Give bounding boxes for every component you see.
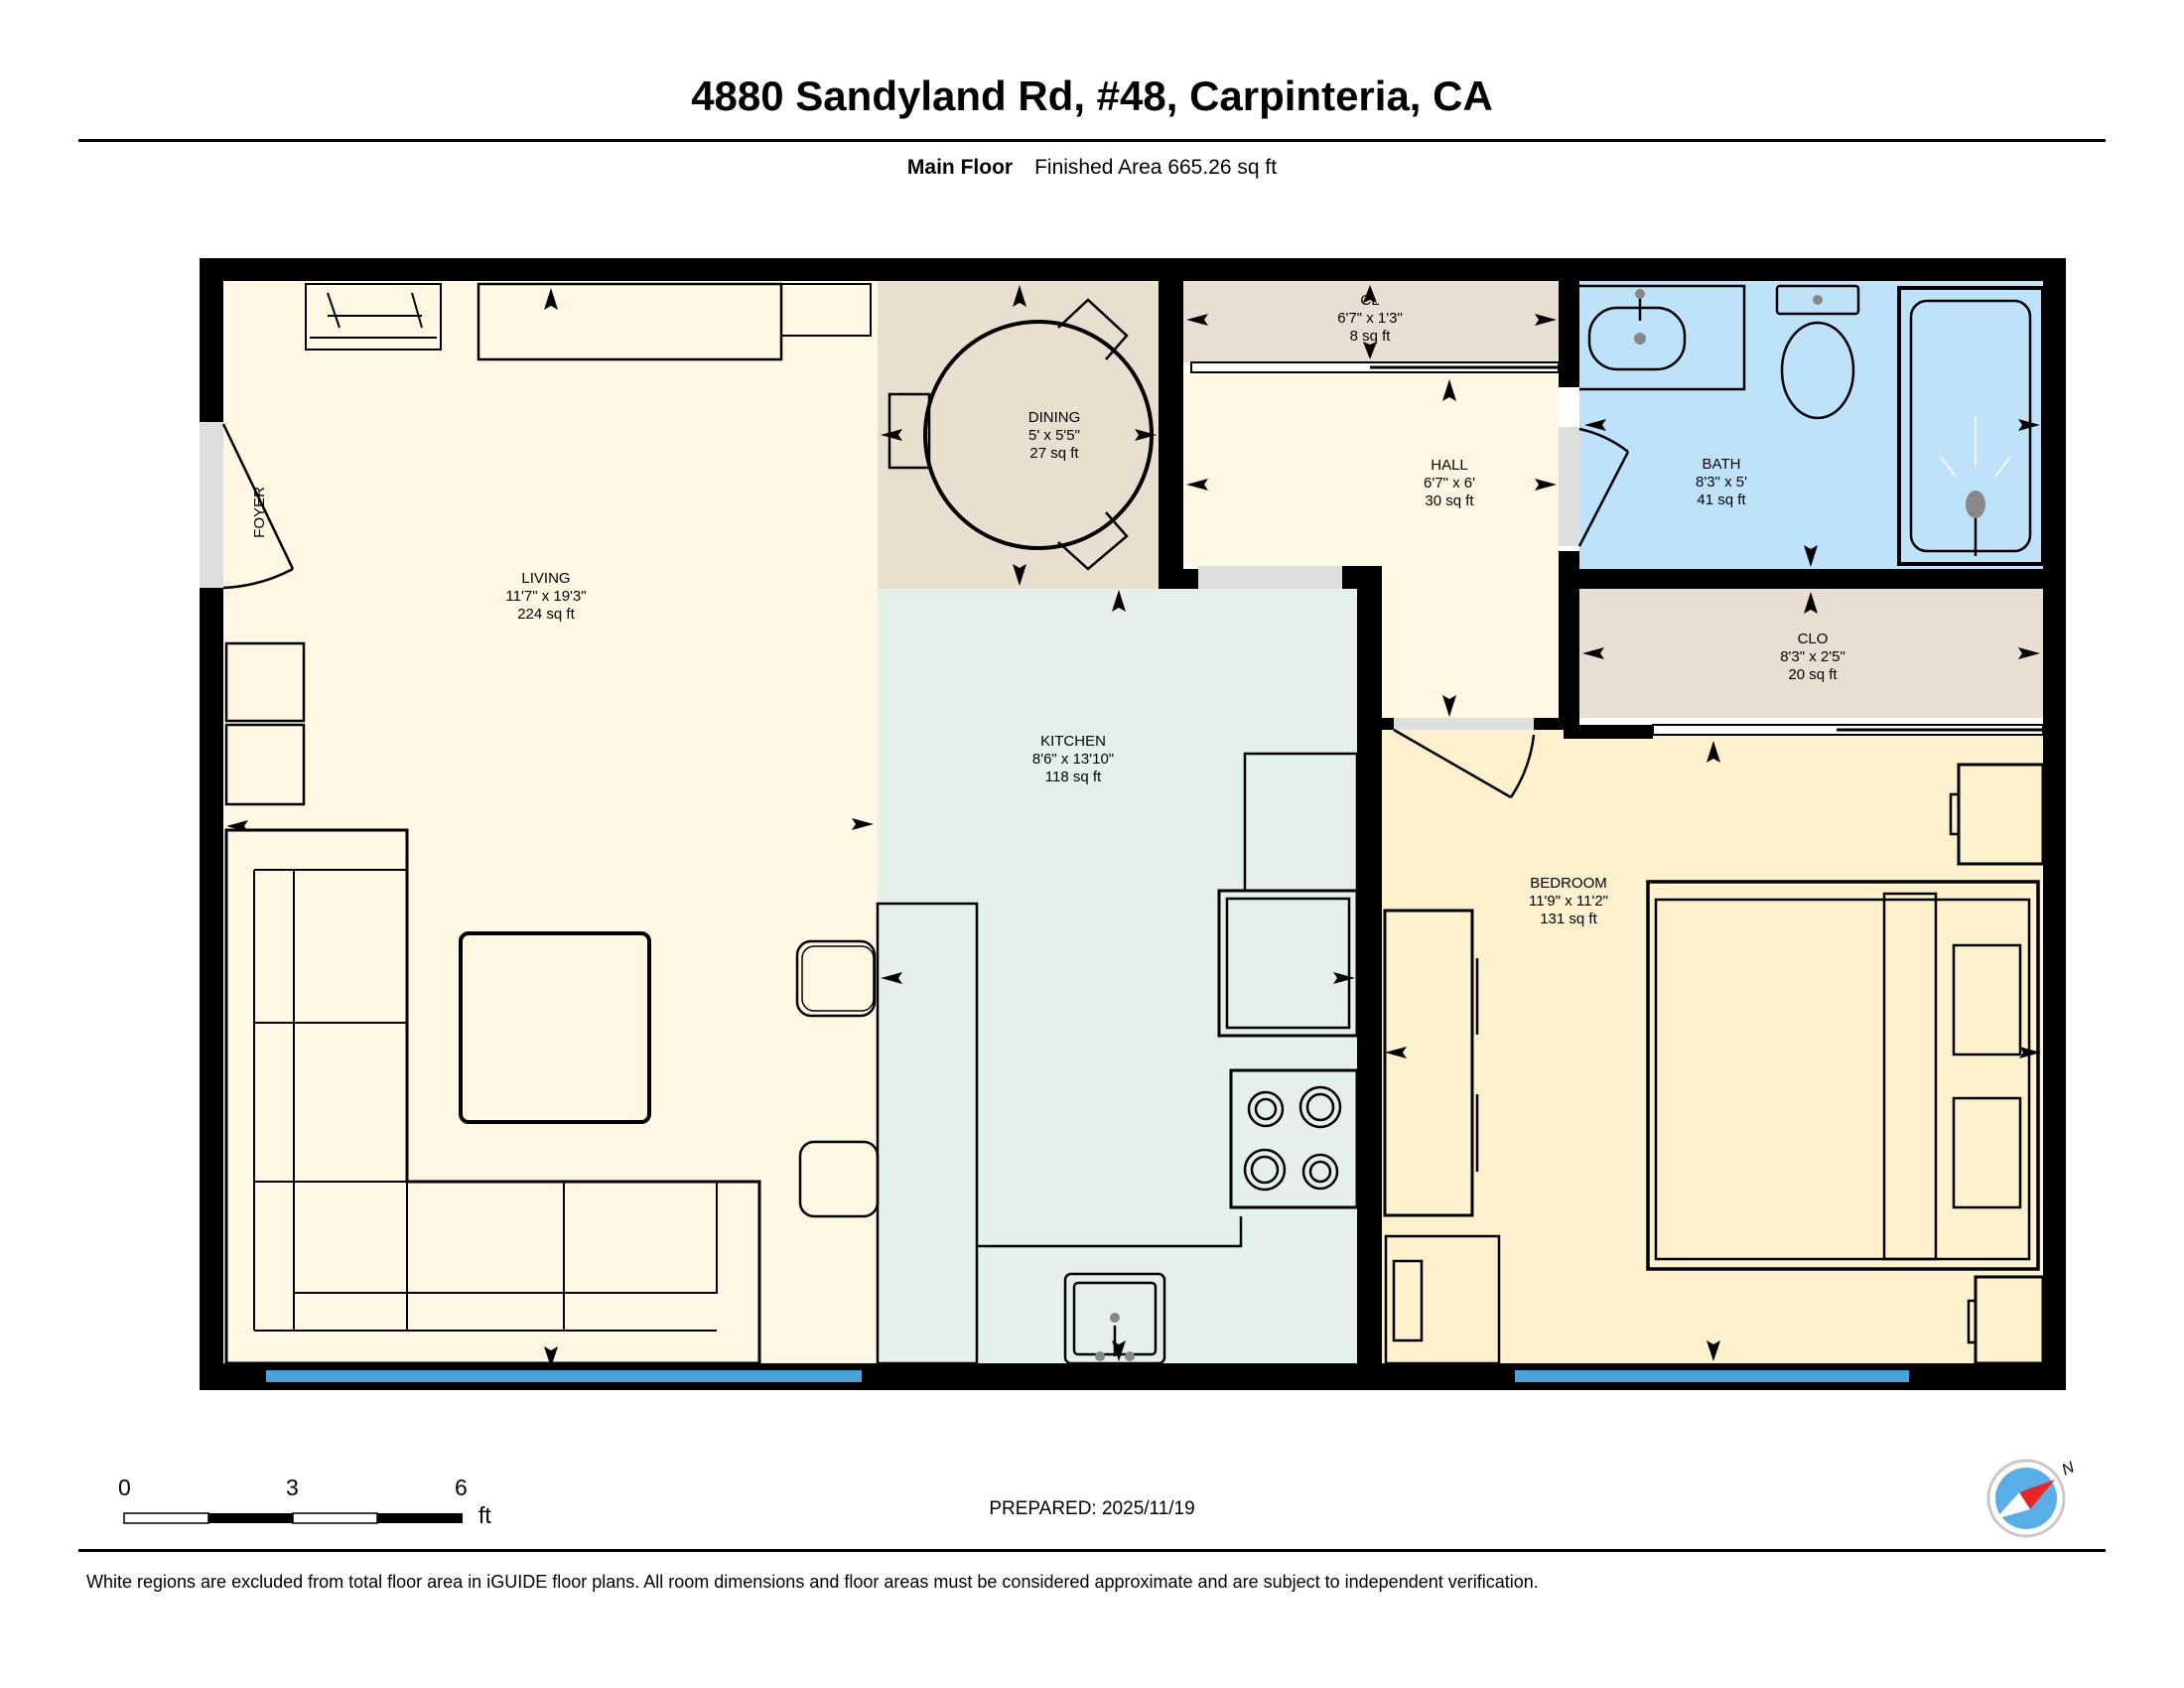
bath-fixtures [1579,284,2045,566]
arrow-living-right [852,818,874,830]
arrow-living-top [544,288,558,310]
closet-sliding-doors [1190,361,2044,736]
bottom-rule [78,1549,2106,1552]
room-name-dining: DINING [1028,409,1081,426]
kitchen-furniture [876,752,1359,1365]
room-dims-hall: 6'7" x 6' [1424,475,1475,492]
scale-unit: ft [478,1502,491,1528]
arrow-bath-left [1584,419,1606,431]
room-area-bath: 41 sq ft [1697,492,1746,508]
finished-area: Finished Area 665.26 sq ft [1034,156,1278,179]
room-dims-living: 11'7" x 19'3" [505,588,586,605]
scale-tick-0: 0 [118,1475,131,1500]
room-area-bedroom: 131 sq ft [1540,911,1597,927]
room-area-cl: 8 sq ft [1350,328,1392,345]
room-area-kitchen: 118 sq ft [1045,769,1102,785]
arrow-dining-bottom [1013,564,1026,586]
arrow-hall-left [1186,479,1208,491]
doors [221,423,1630,799]
room-dims-dining: 5' x 5'5" [1028,427,1080,444]
arrow-bath-right [2018,419,2040,431]
compass-north-label: N [2060,1459,2078,1478]
arrow-bedroom-left [1385,1047,1407,1058]
room-name-hall: HALL [1431,457,1468,474]
arrow-living-left [226,820,248,832]
room-name-bath: BATH [1703,456,1741,473]
hall-floor-lower [1382,566,1559,718]
arrow-clo-top [1804,592,1818,614]
room-name-cl: CL [1360,292,1379,309]
page-title: 4880 Sandyland Rd, #48, Carpinteria, CA [691,72,1493,119]
arrow-cl-left [1186,314,1208,326]
arrow-bedroom-right [2019,1047,2041,1058]
arrow-clo-right [2018,647,2040,659]
arrow-bedroom-top [1706,741,1720,763]
compass-icon [1986,1459,2066,1538]
room-area-hall: 30 sq ft [1425,492,1474,509]
room-name-foyer: FOYER [251,487,268,538]
room-dims-clo: 8'3" x 2'5" [1780,648,1845,665]
room-dims-bedroom: 11'9" x 11'2" [1529,893,1608,910]
arrow-dining-top [1013,285,1026,307]
bedroom-window [1515,1370,1909,1382]
arrow-cl-right [1535,314,1557,326]
arrow-living-bottom [544,1346,558,1367]
living-window [266,1370,862,1382]
bedroom-floor [1382,730,2043,1363]
floor-name: Main Floor [906,156,1014,179]
arrow-kitchen-top [1112,590,1126,612]
arrow-kitchen-right [1333,972,1355,984]
living-furniture [224,282,880,1365]
room-area-dining: 27 sq ft [1029,445,1079,462]
bath-floor [1579,281,2043,569]
bedroom-door-gap [1394,718,1534,730]
room-dims-cl: 6'7" x 1'3" [1337,310,1403,327]
top-rule [78,139,2106,142]
room-area-living: 224 sq ft [517,606,575,623]
arrow-dining-left [881,429,902,441]
living-floor [223,281,878,1363]
arrow-hall-right [1535,479,1557,491]
room-dims-bath: 8'3" x 5' [1696,474,1747,491]
disclaimer-text: White regions are excluded from total fl… [86,1572,1539,1592]
scale-tick-3: 3 [286,1475,299,1500]
arrow-hall-bottom [1442,695,1456,717]
arrow-bedroom-bottom [1706,1340,1720,1361]
room-name-living: LIVING [521,570,570,587]
scale-bar [123,1512,463,1524]
bath-door-gap [1559,427,1579,546]
arrow-dining-right [1135,429,1157,441]
arrow-cl-top [1363,285,1377,303]
dimension-arrows [226,285,2041,1367]
arrow-cl-bottom [1363,342,1377,359]
clo-floor [1579,589,2043,718]
arrow-kitchen-bottom [1112,1340,1126,1361]
arrow-clo-left [1582,647,1604,659]
room-name-bedroom: BEDROOM [1530,875,1607,892]
arrow-bath-bottom [1804,545,1818,567]
prepared-date: PREPARED: 2025/11/19 [989,1498,1195,1519]
bedroom-furniture [1383,763,2045,1365]
arrow-kitchen-left [881,972,902,984]
room-area-clo: 20 sq ft [1788,666,1838,683]
room-name-kitchen: KITCHEN [1040,733,1106,750]
hall-floor [1183,372,1559,566]
kitchen-floor [878,589,1357,1363]
room-name-clo: CLO [1798,631,1829,647]
floor-info: Main Floor Finished Area 665.26 sq ft [0,156,2184,180]
room-dims-kitchen: 8'6" x 13'10" [1032,751,1114,768]
arrow-hall-top [1442,379,1456,401]
kitchen-hall-opening [1198,566,1342,589]
scale-tick-6: 6 [455,1475,468,1500]
foyer-door-gap [200,422,223,588]
